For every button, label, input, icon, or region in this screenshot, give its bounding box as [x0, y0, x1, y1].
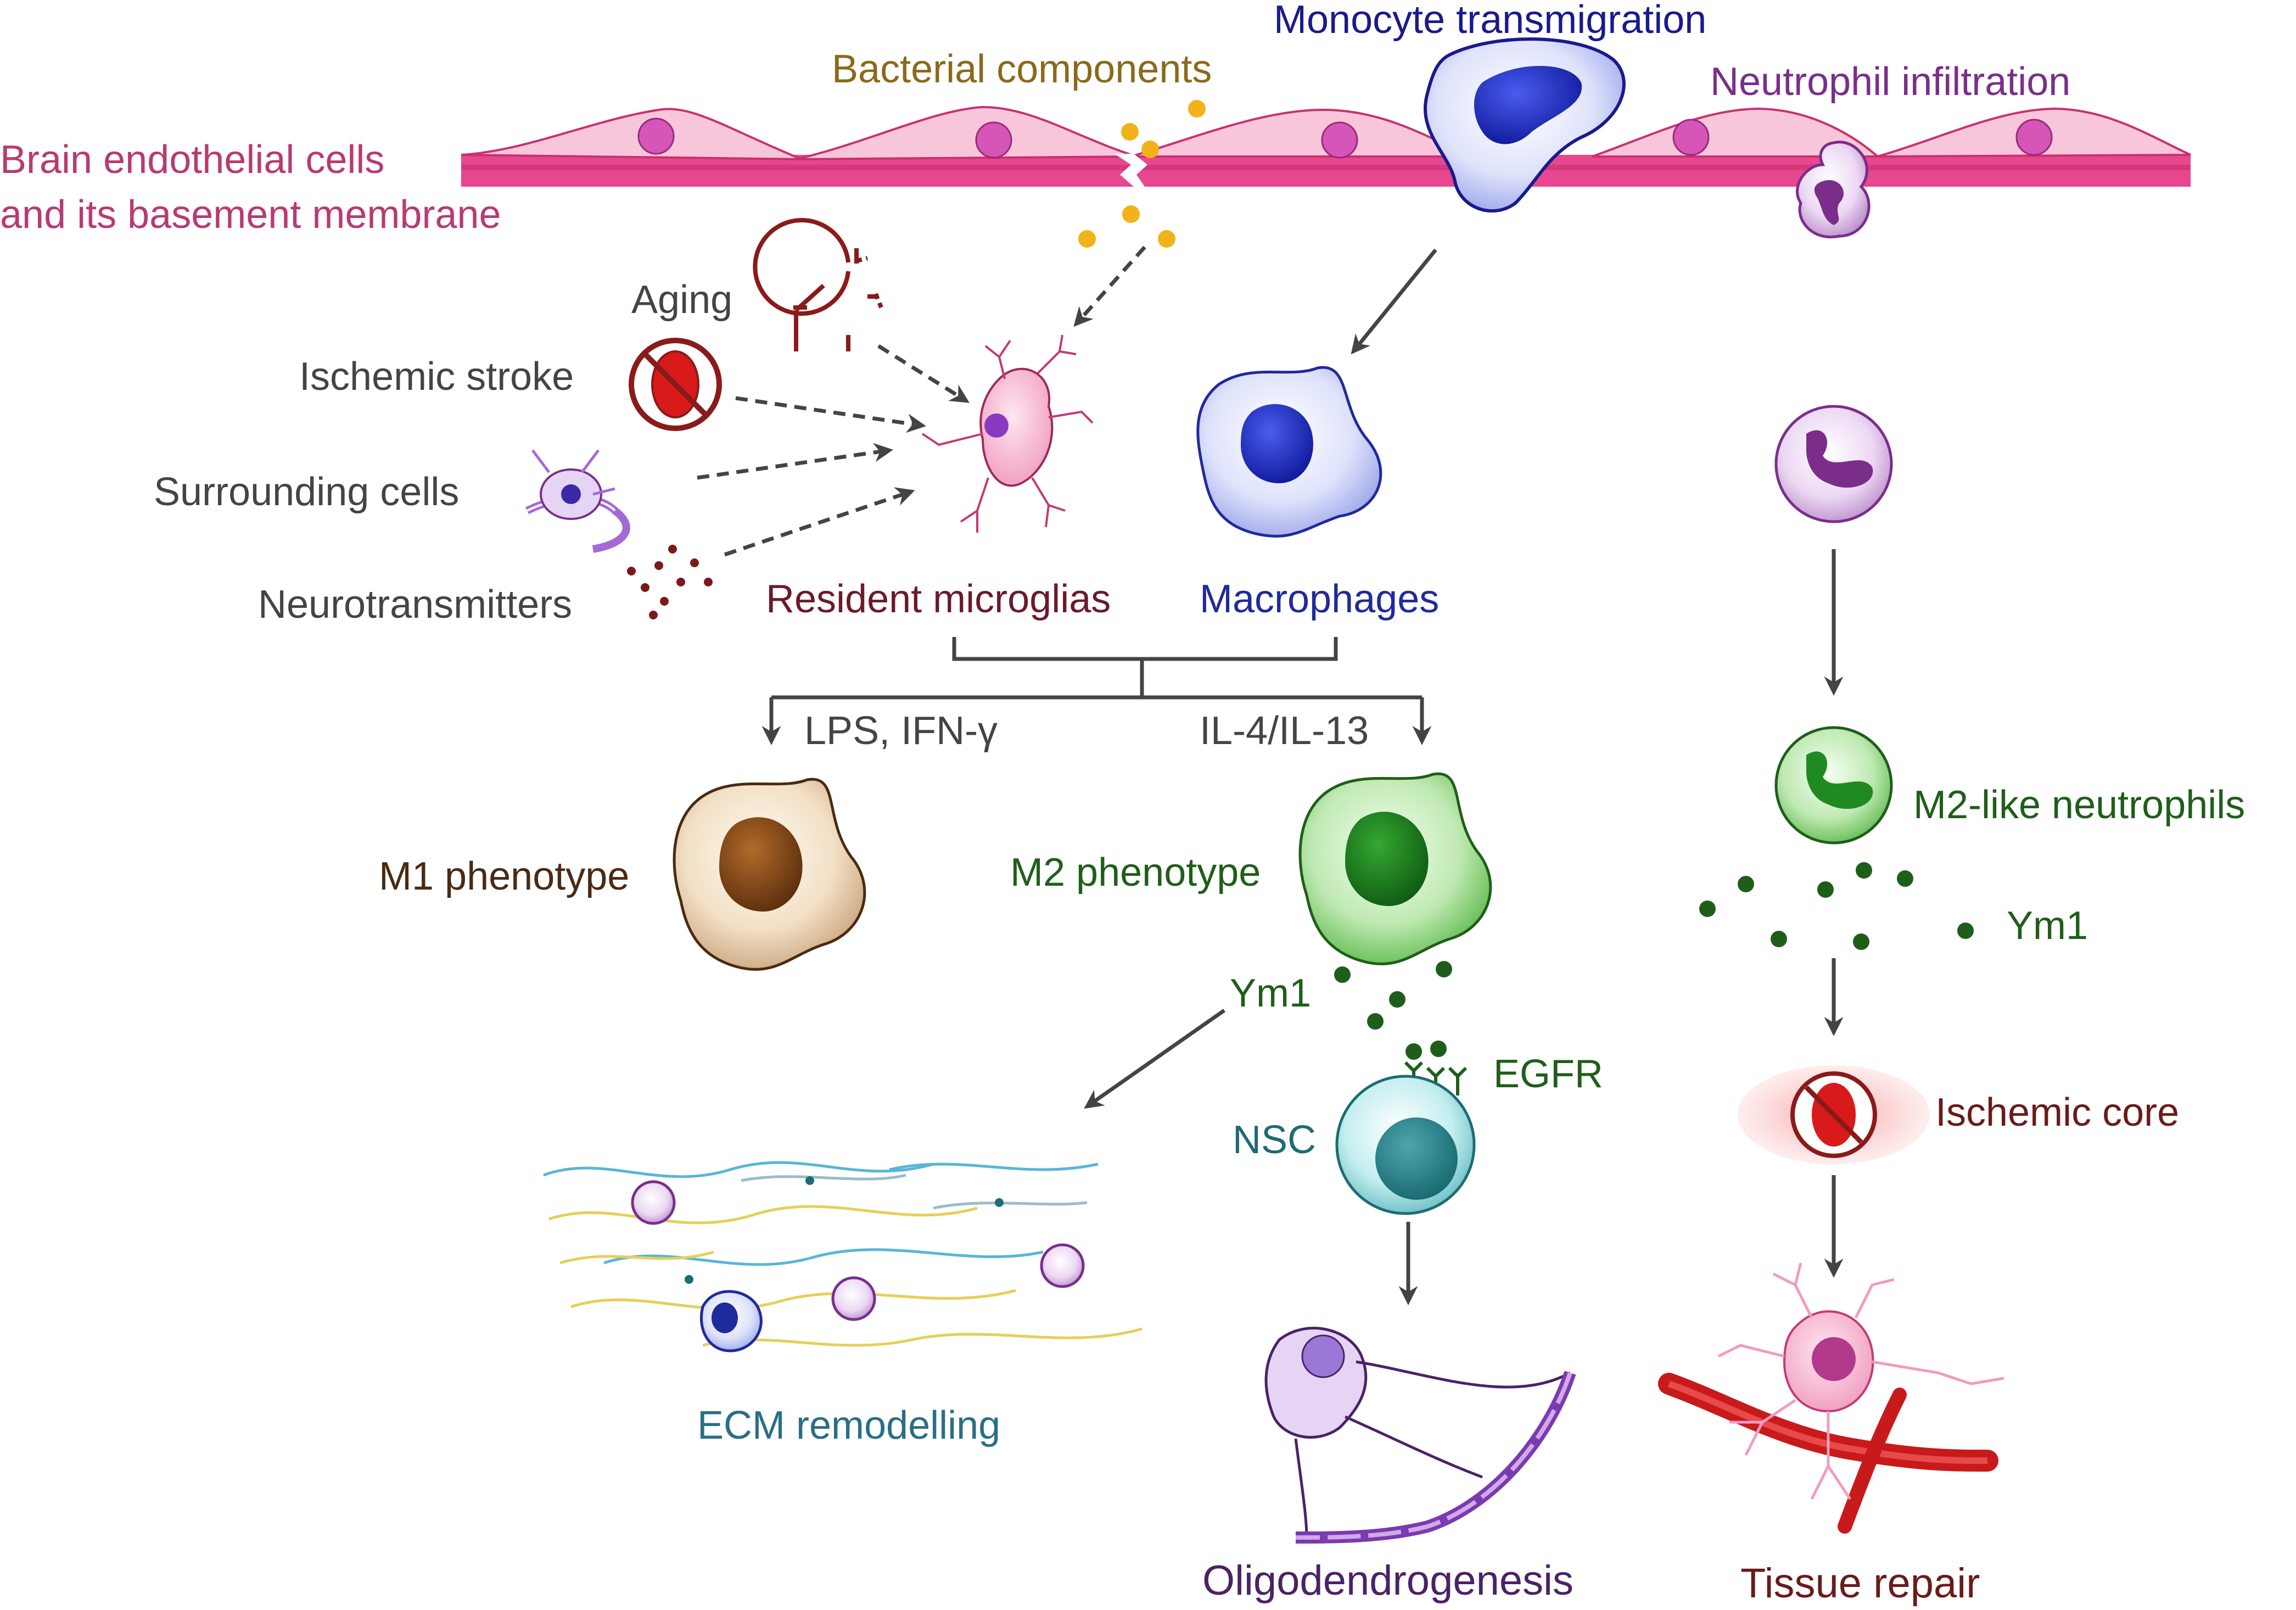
resident-microglia-cell	[921, 334, 1094, 533]
neurotransmitters-label: Neurotransmitters	[258, 583, 573, 627]
ym1-dots-left	[1334, 961, 1452, 1030]
macrophage-cell	[1196, 366, 1382, 538]
m1-cell	[673, 778, 866, 971]
endothelial-label-line1: Brain endothelial cells	[0, 138, 385, 182]
oligodendrocyte-illustration	[1264, 1327, 1576, 1544]
il4-label: IL-4/IL-13	[1200, 709, 1369, 753]
bacterial-label: Bacterial components	[832, 47, 1212, 91]
neurotransmitter-dots	[627, 545, 713, 619]
nsc-label: NSC	[1233, 1118, 1317, 1162]
m2-neutrophils-label: M2-like neutrophils	[1913, 783, 2245, 827]
ischemic-core-icon	[1738, 1065, 1930, 1164]
nsc-cell	[1335, 1075, 1476, 1215]
monocyte-cell	[1423, 37, 1626, 213]
oligodendrogenesis-label: Oligodendrogenesis	[1202, 1557, 1574, 1604]
tissue-repair-illustration	[1658, 1262, 2004, 1534]
m1-label: M1 phenotype	[379, 854, 630, 898]
neutrophil-cell	[1774, 405, 1893, 523]
ym1-left-label: Ym1	[1230, 971, 1312, 1015]
neutrophil-infiltration-label: Neutrophil infiltration	[1710, 60, 2071, 104]
ecm-illustration	[543, 1161, 1143, 1352]
tissue-repair-label: Tissue repair	[1740, 1560, 1980, 1607]
egfr-label: EGFR	[1493, 1052, 1604, 1096]
lps-label: LPS, IFN-γ	[804, 709, 998, 753]
bacterial-dots	[1078, 100, 1206, 248]
ischemic-stroke-icon	[629, 338, 722, 431]
ischemic-core-label: Ischemic core	[1935, 1091, 2180, 1134]
ischemic-stroke-label: Ischemic stroke	[299, 355, 574, 399]
endothelial-label-line2: and its basement membrane	[0, 193, 501, 237]
clock-icon	[753, 218, 883, 351]
m2-neutrophil-cell	[1774, 726, 1893, 845]
ym1-dots-right	[1699, 862, 1974, 950]
monocyte-label: Monocyte transmigration	[1274, 0, 1707, 42]
m2-label: M2 phenotype	[1010, 851, 1261, 895]
macrophages-label: Macrophages	[1200, 577, 1440, 621]
infiltrating-neutrophil	[1796, 141, 1871, 238]
ecm-label: ECM remodelling	[697, 1404, 1001, 1447]
surrounding-cells-label: Surrounding cells	[154, 470, 460, 514]
aging-label: Aging	[631, 278, 733, 322]
m2-cell	[1298, 772, 1492, 965]
endothelial-layer	[461, 105, 2191, 187]
resident-microglias-label: Resident microglias	[766, 577, 1111, 621]
arrows	[697, 245, 1844, 1305]
ym1-right-label: Ym1	[2007, 904, 2088, 948]
surrounding-cells-icon	[525, 449, 630, 553]
